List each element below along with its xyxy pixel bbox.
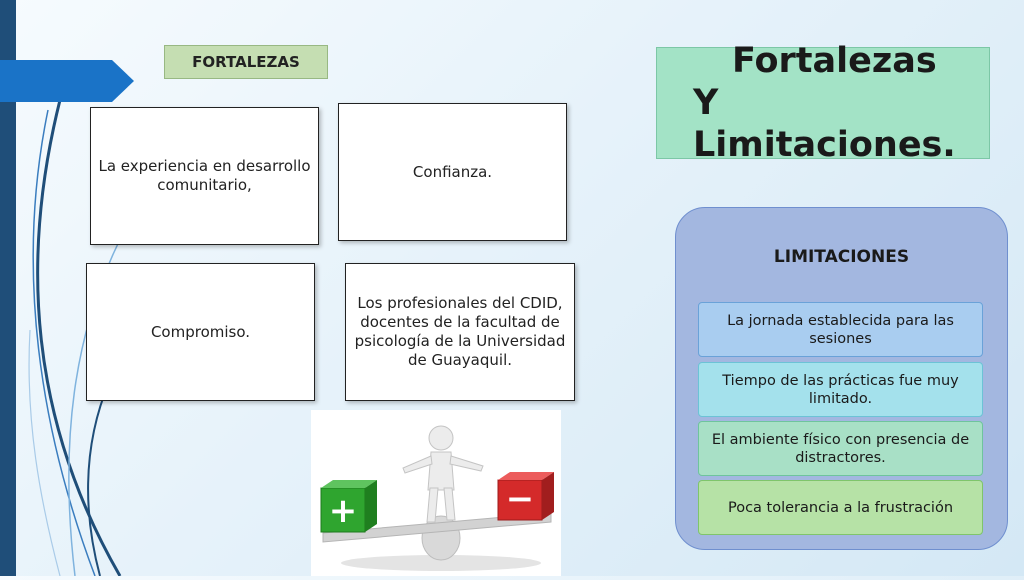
fortaleza-box-4: Los profesionales del CDID, docentes de … (345, 263, 575, 401)
minus-cube-icon: − (497, 472, 554, 521)
title-line-1: Fortalezas (732, 41, 937, 81)
limitacion-item-1: La jornada establecida para las sesiones (698, 302, 983, 357)
arrow-tab (0, 60, 134, 102)
plus-cube-icon: + (320, 480, 377, 533)
plus-symbol: + (329, 491, 358, 531)
left-accent-bar (0, 0, 16, 576)
fortaleza-box-2: Confianza. (338, 103, 567, 241)
title-line-2: Y Limitaciones. (693, 83, 956, 165)
limitacion-item-4: Poca tolerancia a la frustración (698, 480, 983, 535)
fortalezas-label: FORTALEZAS (164, 45, 328, 79)
balance-illustration: + − (311, 410, 561, 576)
limitaciones-label: LIMITACIONES (773, 247, 910, 267)
limitacion-item-2: Tiempo de las prácticas fue muy limitado… (698, 362, 983, 417)
limitacion-item-3: El ambiente físico con presencia de dist… (698, 421, 983, 476)
fortaleza-box-3: Compromiso. (86, 263, 315, 401)
decorative-curves (28, 99, 131, 576)
title-box: Fortalezas Y Limitaciones. (656, 41, 990, 165)
person-figure-icon (402, 425, 484, 523)
minus-symbol: − (506, 479, 535, 519)
fortaleza-box-1: La experiencia en desarrollo comunitario… (90, 107, 319, 245)
